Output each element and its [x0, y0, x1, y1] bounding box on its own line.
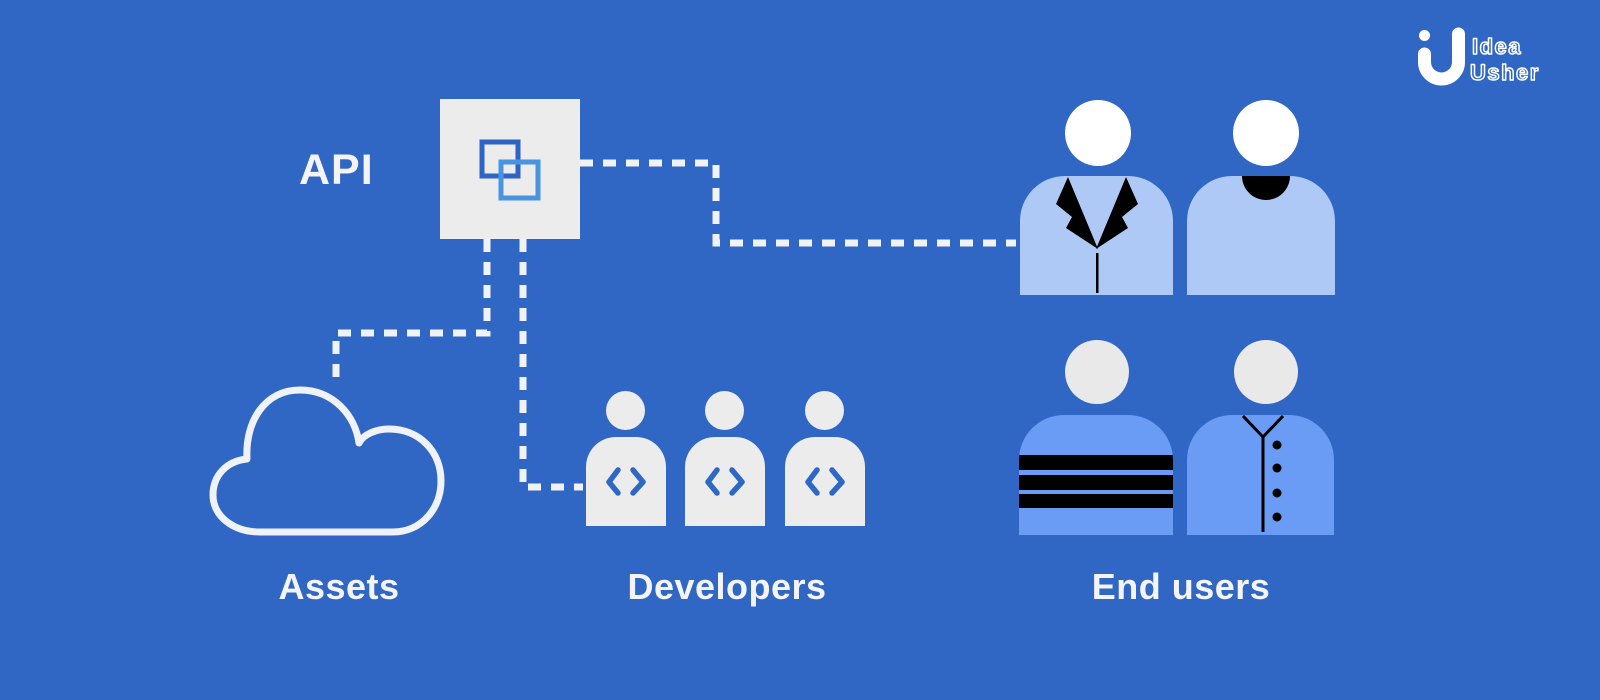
shirt-stripe: [1019, 455, 1173, 470]
end-user-figure-plain: [1187, 100, 1335, 295]
developer-head: [805, 391, 844, 430]
end-user-head: [1234, 340, 1298, 404]
end-user-body: [1187, 176, 1335, 295]
developer-head: [705, 391, 744, 430]
neck-shadow-icon: [1242, 176, 1290, 200]
developer-body: [586, 437, 666, 526]
idea-usher-logo: Idea Usher: [1418, 27, 1540, 86]
code-icon: [705, 467, 745, 496]
cloud-icon: [209, 386, 445, 536]
shirt-stripe: [1019, 475, 1173, 490]
developer-body: [685, 437, 765, 526]
logo-text-line1: Idea: [1472, 34, 1522, 59]
end-user-figure-suit: [1020, 100, 1173, 295]
end-user-body: [1187, 415, 1334, 535]
end-user-head: [1233, 100, 1299, 166]
api-box: [440, 99, 580, 239]
suit-lapels-icon: [1056, 177, 1138, 293]
connector-api-to-end-users: [580, 159, 1016, 247]
assets-label: Assets: [278, 566, 400, 607]
logo-u-glyph: [1418, 27, 1465, 86]
logo-text-line2: Usher: [1470, 60, 1540, 85]
overlapping-squares-icon: [479, 139, 541, 201]
api-label: API: [299, 146, 374, 194]
code-icon: [805, 467, 845, 496]
developer-body: [785, 437, 865, 526]
developer-figure: [586, 391, 666, 526]
developers-label: Developers: [627, 566, 827, 607]
end-users-label: End users: [1091, 566, 1271, 607]
end-user-head: [1065, 340, 1129, 404]
developer-head: [606, 391, 645, 430]
code-icon: [606, 467, 646, 496]
end-user-head: [1065, 100, 1131, 166]
connector-api-to-assets: [332, 239, 491, 386]
shirt-stripe: [1019, 494, 1173, 508]
end-user-figure-buttoned: [1187, 339, 1334, 535]
logo-i-dot: [1419, 30, 1430, 41]
shirt-buttons-icon: [1241, 415, 1285, 532]
developer-figure: [785, 391, 865, 526]
end-user-body: [1019, 415, 1173, 535]
developer-figure: [685, 391, 765, 526]
end-user-figure-striped: [1019, 339, 1173, 535]
end-user-body: [1020, 176, 1173, 295]
connector-api-to-developers: [519, 239, 583, 491]
